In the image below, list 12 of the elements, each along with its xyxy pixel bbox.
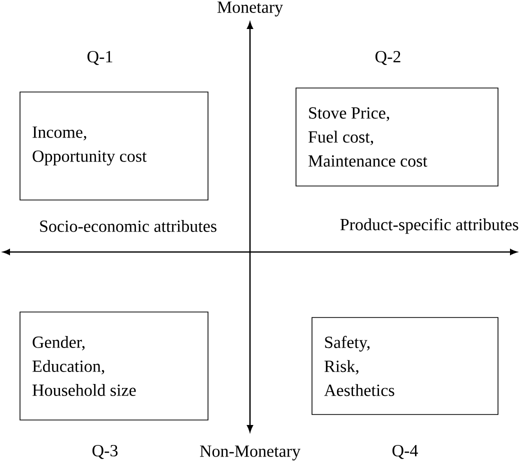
attribute-box: Income, Opportunity cost [20, 92, 208, 200]
quadrant-label: Q-1 [87, 51, 112, 65]
attribute-box: Stove Price, Fuel cost, Maintenance cost [296, 88, 498, 186]
axis-label: Non-Monetary [200, 446, 300, 460]
attribute-box: Safety, Risk, Aesthetics [312, 317, 498, 415]
axis-label: Product-specific attributes [340, 218, 518, 234]
attribute-box: Gender, Education, Household size [20, 312, 208, 420]
quadrant-label: Q-4 [392, 444, 418, 459]
quadrant-label: Q-2 [375, 51, 400, 65]
axis-label: Socio-economic attributes [40, 220, 216, 232]
axis-label: Monetary [217, 2, 283, 16]
quadrant-label: Q-3 [92, 444, 118, 459]
